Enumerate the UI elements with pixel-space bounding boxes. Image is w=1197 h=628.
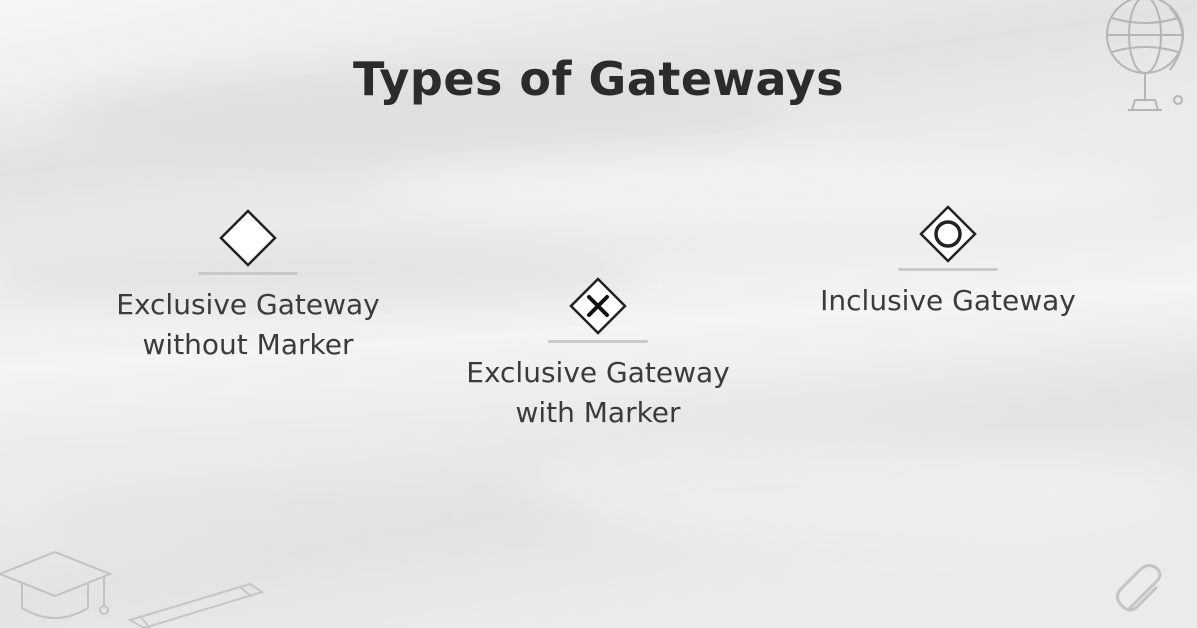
gateway-label-line: with Marker bbox=[515, 396, 681, 429]
gateway-exclusive-with-marker: Exclusive Gateway with Marker bbox=[448, 276, 748, 433]
globe-icon bbox=[1106, 0, 1184, 111]
gateway-label: Inclusive Gateway bbox=[798, 281, 1098, 321]
gateway-label-line: without Marker bbox=[142, 328, 354, 361]
diamond-x-icon bbox=[569, 277, 627, 335]
paperclip-icon bbox=[1115, 563, 1162, 612]
divider bbox=[198, 272, 298, 275]
divider bbox=[898, 268, 998, 271]
gateway-label-line: Exclusive Gateway bbox=[466, 356, 730, 389]
page-title: Types of Gateways bbox=[352, 52, 845, 106]
pen-icon bbox=[127, 582, 265, 628]
background-brush-stroke bbox=[60, 70, 780, 160]
background-brush-stroke bbox=[40, 480, 600, 550]
background-brush-stroke bbox=[380, 150, 1160, 230]
diamond-circle-icon bbox=[919, 205, 977, 263]
gateway-label-line: Exclusive Gateway bbox=[116, 288, 380, 321]
gateway-label: Exclusive Gateway without Marker bbox=[98, 285, 398, 365]
background-brush-stroke bbox=[520, 440, 1180, 540]
divider bbox=[548, 340, 648, 343]
background-brush-stroke bbox=[0, 240, 640, 310]
gateway-exclusive-without-marker: Exclusive Gateway without Marker bbox=[98, 208, 398, 365]
gateway-label-line: Inclusive Gateway bbox=[820, 284, 1076, 317]
diamond-icon bbox=[219, 209, 277, 267]
graduation-cap-icon bbox=[0, 550, 113, 619]
gateway-inclusive: Inclusive Gateway bbox=[798, 204, 1098, 321]
gateway-label: Exclusive Gateway with Marker bbox=[448, 353, 748, 433]
